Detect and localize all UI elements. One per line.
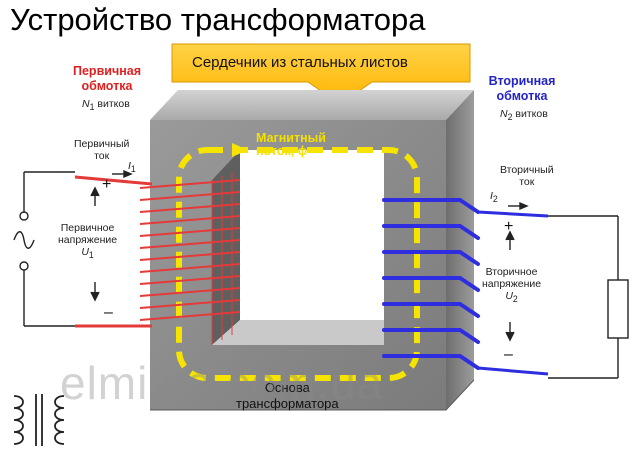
core-banner-label: Сердечник из стальных листов	[192, 54, 408, 71]
secondary-circuit	[505, 201, 629, 379]
primary-minus-sign: –	[104, 304, 113, 321]
secondary-winding	[382, 198, 480, 370]
secondary-heading-line1: Вторичная	[488, 74, 556, 88]
load-resistor	[607, 279, 629, 339]
secondary-heading-line2: обмотка	[496, 89, 548, 103]
primary-current-i: I	[128, 160, 131, 172]
secondary-plus-sign: +	[504, 218, 514, 235]
flux-label: Магнитный поток, ϕ	[256, 132, 326, 158]
primary-plus-sign: +	[102, 176, 112, 193]
secondary-turns-symbol: N	[500, 108, 508, 120]
secondary-voltage-u: U	[505, 290, 513, 302]
base-line1: Основа	[264, 380, 310, 395]
secondary-current-line2: ток	[519, 176, 535, 188]
secondary-current-symbol: I2	[490, 190, 498, 205]
base-line2: трансформатора	[236, 396, 339, 411]
primary-winding-heading: Первичная обмотка	[54, 64, 160, 94]
secondary-turns-word: витков	[515, 108, 548, 120]
primary-turns: N1 витков	[82, 98, 130, 112]
flux-symbol: ϕ	[297, 144, 308, 158]
secondary-minus-sign: –	[504, 346, 513, 363]
primary-heading-line2: обмотка	[81, 79, 133, 93]
primary-turns-symbol: N	[82, 98, 90, 110]
page-title: Устройство трансформатора	[10, 2, 426, 37]
magnetic-flux-path	[176, 143, 420, 381]
primary-turns-word: витков	[97, 98, 130, 110]
primary-winding	[139, 172, 241, 345]
primary-voltage-label: Первичное напряжение U1	[58, 222, 117, 261]
secondary-voltage-line1: Вторичное	[485, 266, 538, 278]
secondary-winding-heading: Вторичная обмотка	[470, 74, 574, 104]
secondary-voltage-line2: напряжение	[482, 278, 542, 290]
secondary-voltage-label: Вторичное напряжение U2	[482, 266, 541, 305]
primary-current-label: Первичный ток	[74, 138, 129, 162]
flux-line1: Магнитный	[256, 131, 326, 145]
core-base-label: Основа трансформатора	[236, 380, 339, 412]
secondary-turns: N2 витков	[500, 108, 548, 122]
primary-current-sub: 1	[130, 164, 136, 175]
primary-voltage-sub: 1	[88, 250, 94, 261]
primary-voltage-line2: напряжение	[58, 234, 118, 246]
watermark: elmisto.com.ua	[60, 357, 384, 409]
secondary-leads	[477, 210, 549, 376]
primary-leads	[74, 175, 153, 328]
primary-turns-subscript: 1	[89, 102, 95, 113]
flux-arrow-head	[232, 143, 248, 157]
primary-circuit	[13, 169, 133, 327]
secondary-current-sub: 2	[492, 194, 498, 205]
flux-line2: поток,	[256, 144, 295, 158]
secondary-current-label: Вторичный ток	[500, 164, 554, 188]
primary-current-line2: ток	[94, 150, 110, 162]
primary-voltage-line1: Первичное	[60, 222, 115, 234]
secondary-turns-subscript: 2	[507, 112, 513, 123]
primary-current-symbol: I1	[128, 160, 136, 175]
primary-heading-line1: Первичная	[73, 64, 141, 78]
secondary-voltage-sub: 2	[512, 294, 518, 305]
secondary-current-line1: Вторичный	[500, 164, 554, 176]
steel-core	[150, 90, 475, 411]
transformer-symbol-icon	[13, 394, 65, 446]
secondary-current-i: I	[490, 190, 493, 202]
primary-voltage-u: U	[81, 246, 89, 258]
primary-current-line1: Первичный	[74, 138, 130, 150]
